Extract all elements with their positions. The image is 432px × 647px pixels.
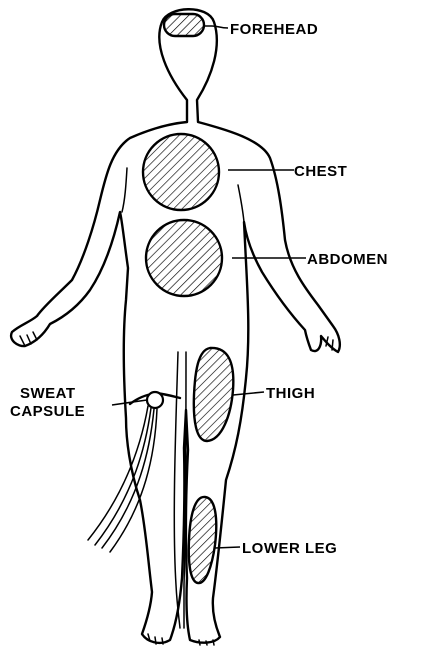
thigh-site [194, 348, 234, 441]
right-arm-inner-line [122, 168, 127, 212]
sweat-capsule-icon [147, 392, 163, 408]
label-lower-leg: LOWER LEG [242, 540, 337, 557]
lower-leg-site [189, 497, 216, 583]
forehead-site [164, 14, 204, 36]
label-sweat-capsule-line1: SWEAT [20, 385, 76, 402]
abdomen-site [146, 220, 222, 296]
capsule-tube-1 [88, 406, 148, 540]
label-thigh: THIGH [266, 385, 315, 402]
left-arm-inner-line [238, 185, 244, 222]
label-sweat-capsule-line2: CAPSULE [10, 403, 85, 420]
label-abdomen: ABDOMEN [307, 251, 388, 268]
label-chest: CHEST [294, 163, 347, 180]
left-hand-fingers [326, 337, 333, 350]
label-forehead: FOREHEAD [230, 21, 318, 38]
leader-thigh [233, 392, 264, 395]
leg-divider-left [174, 352, 180, 628]
chest-site [143, 134, 219, 210]
leader-lower-leg [215, 547, 240, 548]
